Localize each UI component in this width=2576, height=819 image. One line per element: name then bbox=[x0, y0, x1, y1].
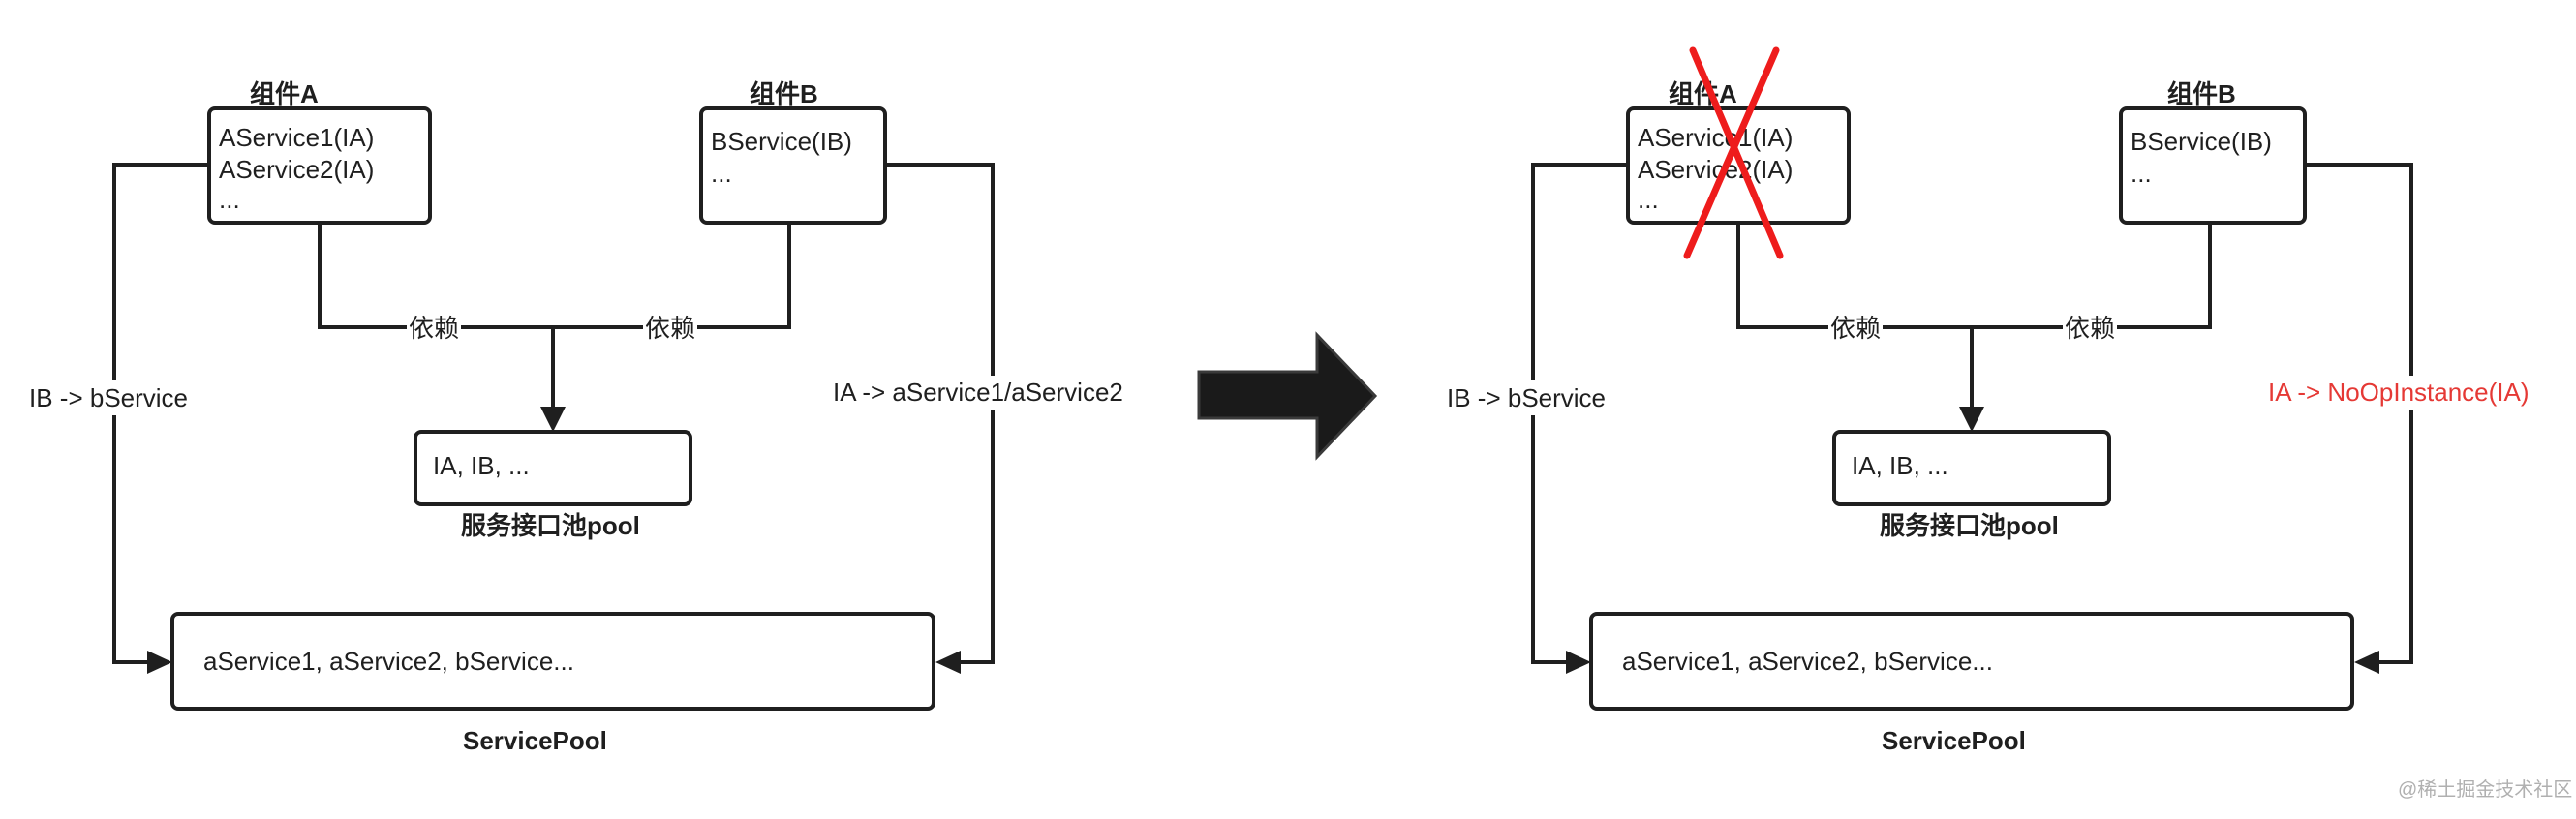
left-interface-pool-title: 服务接口池pool bbox=[461, 511, 640, 540]
right-dependency-connector bbox=[1736, 223, 2212, 329]
right-interface-pool-content: IA, IB, ... bbox=[1852, 451, 1948, 480]
right-ib-edge-label: IB -> bService bbox=[1447, 383, 1606, 412]
left-component-a-line-3: ... bbox=[219, 185, 240, 214]
right-diagram: 组件A AService1(IA) AService2(IA) ... 组件B … bbox=[1445, 46, 2543, 755]
right-service-pool-title: ServicePool bbox=[1882, 726, 2026, 755]
right-interface-pool-title: 服务接口池pool bbox=[1880, 511, 2059, 540]
left-component-a-line-2: AService2(IA) bbox=[219, 155, 374, 184]
right-ia-edge bbox=[2307, 163, 2413, 664]
right-component-b-line-2: ... bbox=[2131, 159, 2152, 188]
watermark: @稀土掘金技术社区 bbox=[2398, 778, 2572, 801]
left-component-a-line-1: AService1(IA) bbox=[219, 123, 374, 152]
left-ib-edge-label: IB -> bService bbox=[29, 383, 188, 412]
right-ia-edge-label: IA -> NoOpInstance(IA) bbox=[2268, 378, 2530, 407]
right-component-a-line-1: AService1(IA) bbox=[1638, 123, 1793, 152]
left-ia-edge-label: IA -> aService1/aService2 bbox=[833, 378, 1123, 407]
left-dependency-arrowhead bbox=[540, 407, 566, 432]
right-dependency-arrowhead bbox=[1959, 407, 1984, 432]
right-component-b-box bbox=[2119, 106, 2307, 225]
right-component-a-line-3: ... bbox=[1638, 185, 1659, 214]
left-ia-edge bbox=[886, 163, 995, 664]
right-component-b-title: 组件B bbox=[2167, 79, 2236, 108]
right-component-a-line-2: AService2(IA) bbox=[1638, 155, 1793, 184]
left-interface-pool-content: IA, IB, ... bbox=[433, 451, 530, 480]
right-service-pool-content: aService1, aService2, bService... bbox=[1622, 647, 1993, 676]
left-interface-pool-box bbox=[414, 430, 692, 506]
left-service-pool-content: aService1, aService2, bService... bbox=[203, 647, 574, 676]
right-ia-arrowhead bbox=[2354, 651, 2379, 674]
left-dependency-connector bbox=[318, 223, 791, 329]
transition-arrow-icon bbox=[1197, 331, 1378, 461]
left-diagram: 组件A AService1(IA) AService2(IA) ... 组件B … bbox=[27, 79, 1145, 755]
removed-cross-icon bbox=[1683, 46, 1784, 259]
left-ia-arrowhead bbox=[935, 651, 961, 674]
right-interface-pool-box bbox=[1832, 430, 2111, 506]
left-depends-label-b: 依赖 bbox=[645, 314, 695, 343]
left-service-pool-box bbox=[170, 612, 935, 711]
left-component-b-box bbox=[699, 106, 887, 225]
right-depends-label-b: 依赖 bbox=[2065, 314, 2115, 343]
left-depends-label-a: 依赖 bbox=[409, 314, 459, 343]
left-component-b-line-2: ... bbox=[711, 159, 732, 188]
right-component-a-title: 组件A bbox=[1669, 79, 1737, 108]
right-depends-label-a: 依赖 bbox=[1830, 314, 1881, 343]
right-component-b-line-1: BService(IB) bbox=[2131, 127, 2272, 156]
left-ib-arrowhead bbox=[147, 651, 172, 674]
left-component-a-title: 组件A bbox=[250, 79, 319, 108]
left-component-b-title: 组件B bbox=[750, 79, 818, 108]
left-service-pool-title: ServicePool bbox=[463, 726, 607, 755]
right-ib-arrowhead bbox=[1566, 651, 1591, 674]
left-component-b-line-1: BService(IB) bbox=[711, 127, 852, 156]
left-component-a-box bbox=[207, 106, 432, 225]
right-service-pool-box bbox=[1589, 612, 2354, 711]
